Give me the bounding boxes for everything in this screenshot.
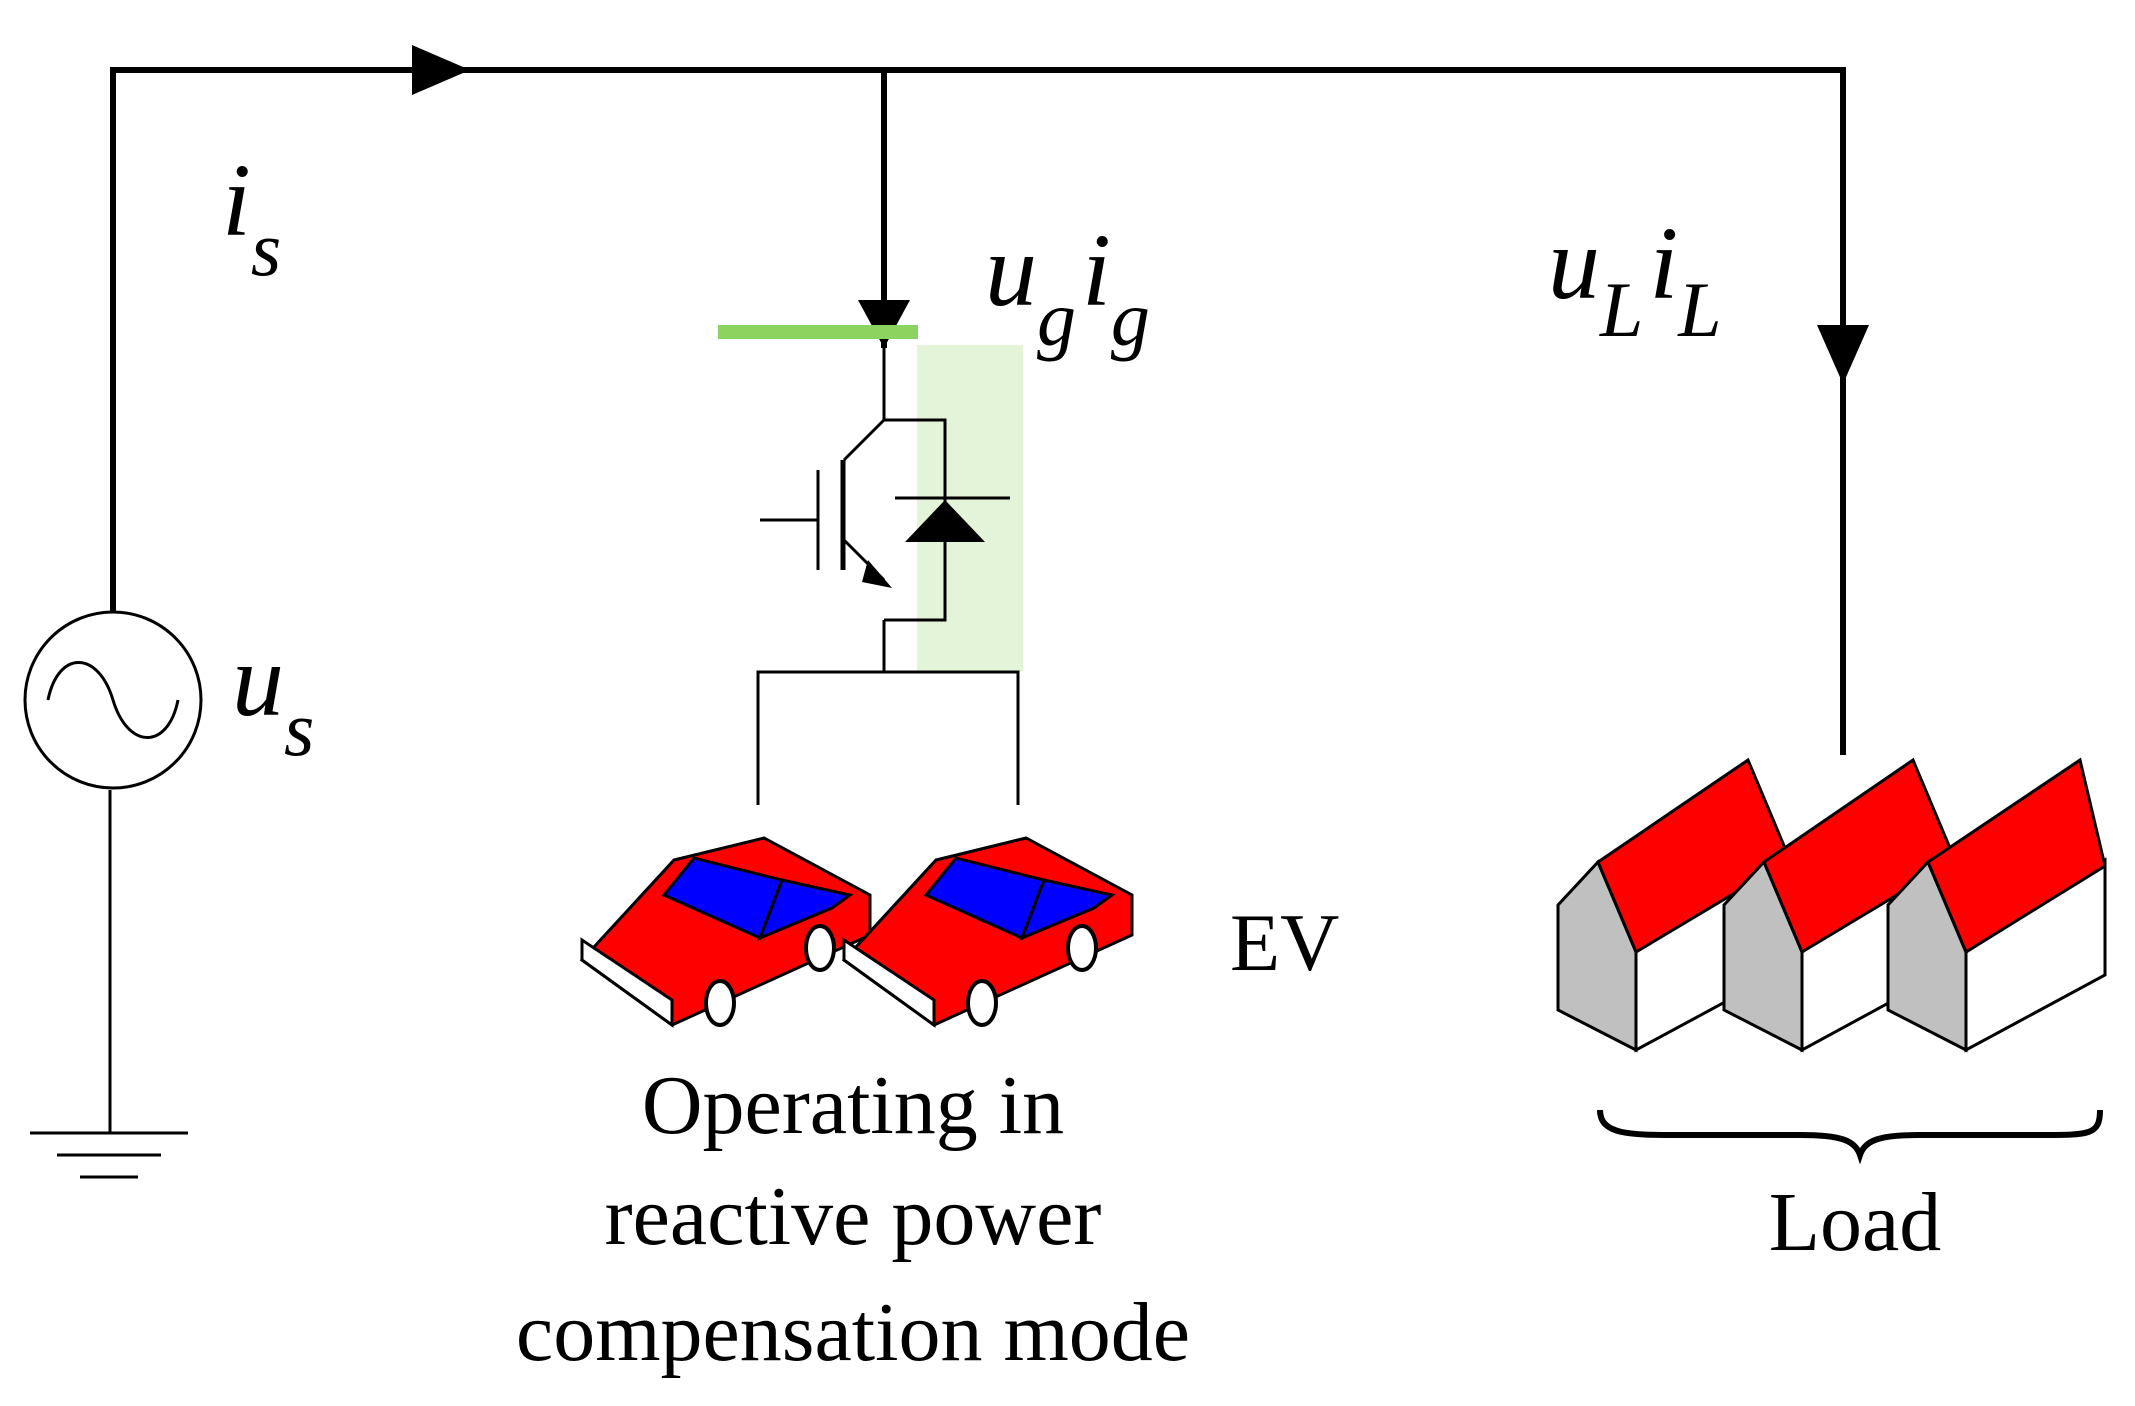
load-voltage-current-label: uLiL xyxy=(1548,206,1722,353)
house-icon xyxy=(1556,757,1792,1053)
car-icon xyxy=(841,836,1134,1028)
converter-highlight xyxy=(917,345,1023,672)
source-current-label: is xyxy=(222,143,281,292)
main-feeder-wires xyxy=(110,67,1846,755)
ev-voltage-current-label: ugig xyxy=(985,213,1150,362)
load-current-arrow-icon xyxy=(1817,325,1869,384)
brace-icon xyxy=(1597,1109,2103,1165)
ac-source-icon xyxy=(23,610,203,790)
diode-icon xyxy=(884,418,1010,622)
source-current-arrow-icon xyxy=(412,45,470,95)
source-voltage-label: us xyxy=(232,623,314,772)
house-icon xyxy=(1886,757,2107,1053)
ev-label: EV xyxy=(1230,897,1339,988)
mode-caption-line3: compensation mode xyxy=(516,1286,1190,1379)
mode-caption-line2: reactive power xyxy=(605,1170,1102,1263)
igbt-icon xyxy=(760,345,892,672)
mode-caption-line1: Operating in xyxy=(642,1059,1064,1152)
ground-icon xyxy=(30,790,188,1179)
load-label: Load xyxy=(1769,1176,1942,1269)
car-icon xyxy=(579,836,872,1028)
ev-current-arrow-icon xyxy=(858,300,910,348)
converter-branch xyxy=(718,325,1023,805)
